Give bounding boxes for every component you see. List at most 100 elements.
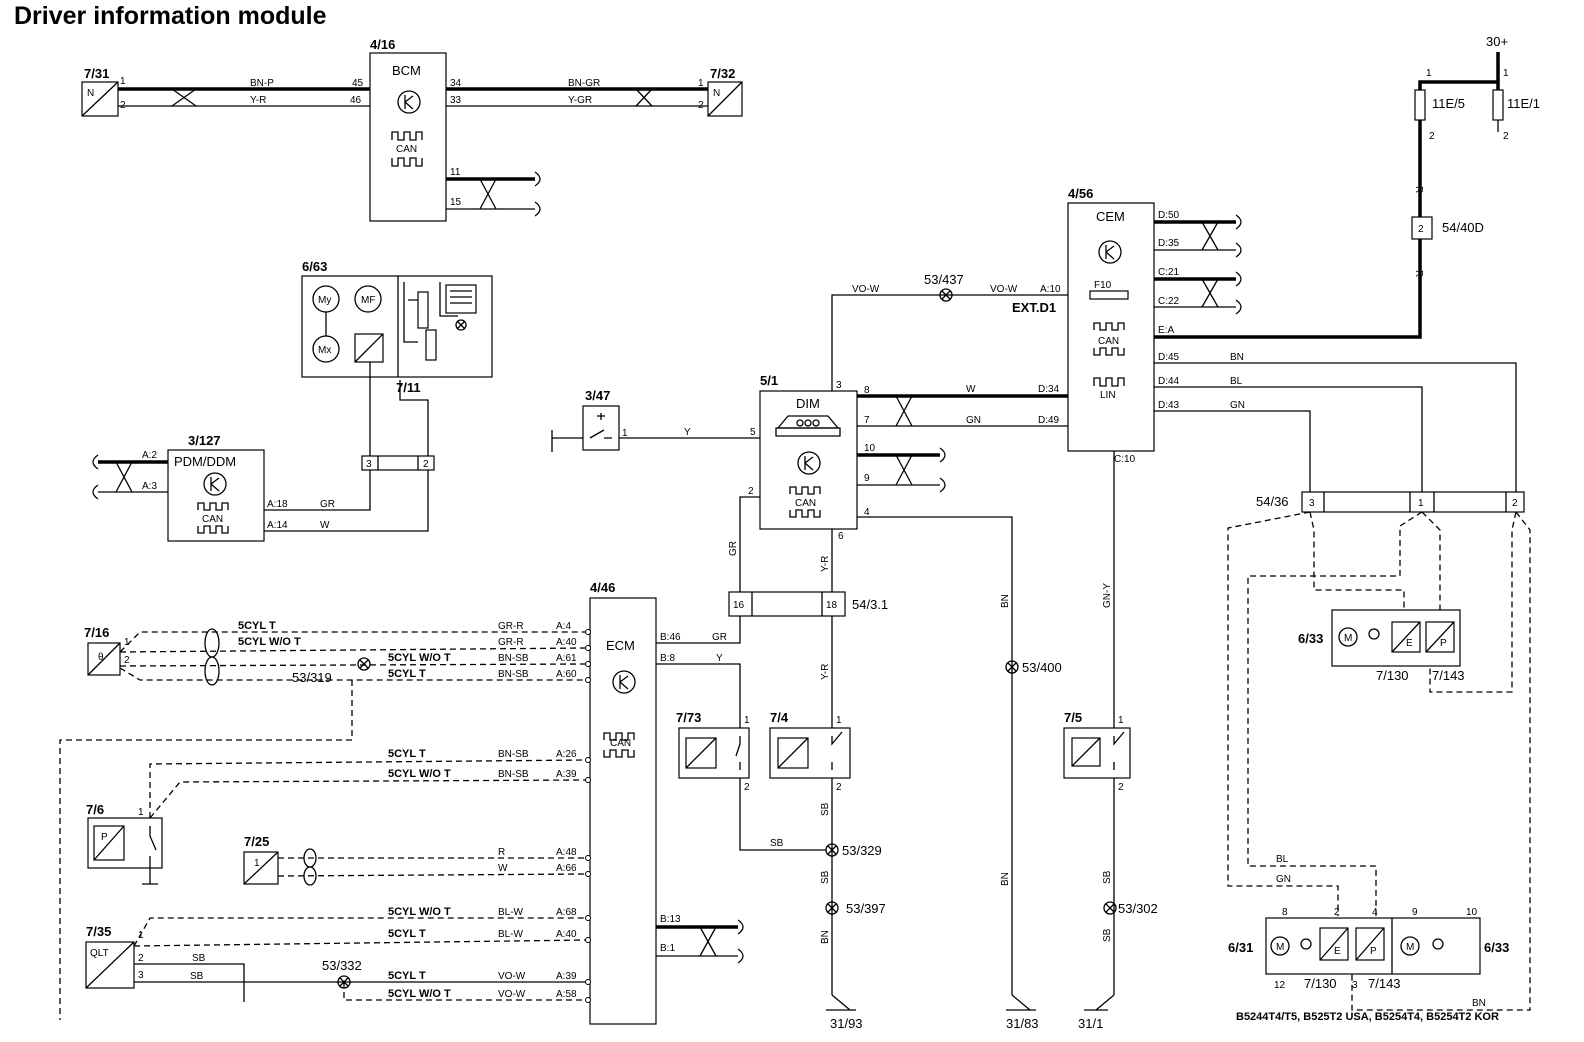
ecm-variant-label: 5CYL W/O T	[388, 768, 451, 780]
svg-text:5/1: 5/1	[760, 373, 778, 388]
svg-text:4/46: 4/46	[590, 580, 615, 595]
svg-text:7/31: 7/31	[84, 66, 109, 81]
svg-text:DIM: DIM	[796, 396, 820, 411]
svg-text:54/40D: 54/40D	[1442, 220, 1484, 235]
svg-text:3: 3	[836, 380, 842, 391]
svg-text:B:8: B:8	[660, 653, 675, 664]
component-6-31: 6/31 M E P M 8 2 4 9 10 12 3 7/130 7/143…	[1228, 907, 1509, 991]
svg-text:7/73: 7/73	[676, 710, 701, 725]
svg-text:C:22: C:22	[1158, 296, 1180, 307]
svg-text:54/3.1: 54/3.1	[852, 597, 888, 612]
svg-text:5: 5	[750, 427, 756, 438]
component-3-47: 3/47 1	[551, 388, 628, 452]
svg-text:M: M	[1276, 942, 1284, 953]
ecm-variant-label: 5CYL T	[388, 928, 426, 940]
svg-text:2: 2	[1334, 907, 1340, 918]
svg-text:53/329: 53/329	[842, 843, 882, 858]
svg-text:M: M	[1344, 633, 1352, 644]
splice-53-332: 53/332	[322, 958, 362, 989]
svg-text:53/437: 53/437	[924, 272, 964, 287]
svg-text:F10: F10	[1094, 280, 1112, 291]
component-ecm: 4/46 ECM CAN B:13 B:1	[589, 580, 681, 1025]
ecm-wire-color: VO-W	[498, 989, 526, 1000]
wire-cem-c10: GN-Y SB SB 31/1	[1078, 451, 1115, 1031]
svg-text:GN: GN	[1230, 400, 1245, 411]
svg-text:53/302: 53/302	[1118, 901, 1158, 916]
svg-text:E:A: E:A	[1158, 325, 1174, 336]
svg-text:11E/1: 11E/1	[1507, 96, 1540, 111]
component-7-31: 7/31 N 1 2	[81, 66, 126, 117]
splice-53-400: 53/400	[1005, 660, 1062, 675]
component-6-63: 6/63 My MF Mx	[301, 259, 493, 378]
wire-cem-can-out	[1154, 214, 1242, 315]
ecm-pin-dot	[585, 915, 591, 921]
svg-text:B:1: B:1	[660, 943, 675, 954]
wire-54-36-down: BL GN BN	[1227, 511, 1531, 1011]
svg-text:Y: Y	[684, 427, 691, 438]
wire-ecm-can-out	[656, 919, 744, 964]
wire-cem-power: 30+ R R 1 1	[1154, 34, 1509, 339]
svg-text:6/31: 6/31	[1228, 940, 1253, 955]
ecm-pin-dot	[585, 661, 591, 667]
ecm-pin-dot	[585, 937, 591, 943]
svg-text:A:14: A:14	[267, 520, 288, 531]
component-cem: 4/56 CEM F10 EXT.D1 CAN LIN D:50 D:35 C:…	[1012, 186, 1180, 465]
component-7-4: 7/4 1 2	[769, 710, 851, 793]
ecm-variant-label: 5CYL W/O T	[238, 636, 301, 648]
component-7-73: 7/73 1 2	[676, 710, 750, 793]
wire-7-31-bcm: BN-P Y-R 45 46	[118, 78, 370, 107]
component-7-6: 7/6 P 1	[86, 802, 163, 885]
svg-text:PDM/DDM: PDM/DDM	[174, 454, 236, 469]
variant-footnote: B5244T4/T5, B525T2 USA, B5254T4, B5254T2…	[1236, 1011, 1499, 1023]
svg-text:31/83: 31/83	[1006, 1016, 1039, 1031]
svg-text:BN-GR: BN-GR	[568, 78, 600, 89]
svg-text:9: 9	[864, 473, 870, 484]
svg-text:1: 1	[622, 428, 628, 439]
component-pdm-ddm: 3/127 PDM/DDM CAN A:2 A:3	[142, 433, 265, 542]
svg-text:6/63: 6/63	[302, 259, 327, 274]
component-7-16: 7/16 θ 1 2	[84, 625, 130, 676]
svg-text:Y-R: Y-R	[250, 95, 266, 106]
wire-dim-4-ground: BN BN 31/83	[857, 516, 1039, 1031]
svg-text:D:49: D:49	[1038, 415, 1060, 426]
ecm-pin-dot	[585, 677, 591, 683]
ecm-wire-color: GR-R	[498, 637, 524, 648]
ecm-pin-label: A:48	[556, 847, 577, 858]
ecm-wire-color: BN-SB	[498, 769, 529, 780]
svg-text:A:18: A:18	[267, 499, 288, 510]
component-dim: 5/1 DIM CAN 3 8 7 10 9 4 2 6	[748, 373, 876, 542]
svg-text:SB: SB	[1102, 928, 1113, 942]
svg-text:D:35: D:35	[1158, 238, 1180, 249]
svg-text:C:21: C:21	[1158, 267, 1180, 278]
ecm-pin-dot	[585, 757, 591, 763]
ecm-pin-dot	[585, 629, 591, 635]
svg-text:7/130: 7/130	[1304, 976, 1337, 991]
connector-54-36: 3 1 2 54/36	[1256, 491, 1525, 513]
svg-text:15: 15	[450, 197, 462, 208]
svg-text:W: W	[966, 384, 976, 395]
svg-text:7/143: 7/143	[1368, 976, 1401, 991]
svg-text:1: 1	[698, 78, 704, 89]
component-7-35: 7/35 QLT 1 2 3	[85, 924, 144, 989]
svg-text:1: 1	[836, 715, 842, 726]
wire-6-63-connector: 7/11	[369, 362, 429, 456]
svg-text:54/36: 54/36	[1256, 494, 1289, 509]
ecm-pin-label: A:39	[556, 971, 577, 982]
svg-text:3: 3	[138, 970, 144, 981]
svg-text:BCM: BCM	[392, 63, 421, 78]
svg-text:MF: MF	[361, 295, 375, 306]
svg-text:53/319: 53/319	[292, 670, 332, 685]
ecm-pin-dot	[585, 979, 591, 985]
svg-text:N: N	[713, 88, 720, 99]
wire-3-47-dim: Y 5	[619, 427, 760, 439]
svg-text:Y-R: Y-R	[820, 664, 831, 680]
svg-text:1: 1	[254, 858, 260, 869]
wire-pdm-can	[92, 454, 168, 500]
svg-text:GR: GR	[728, 541, 739, 556]
svg-text:7/16: 7/16	[84, 625, 109, 640]
